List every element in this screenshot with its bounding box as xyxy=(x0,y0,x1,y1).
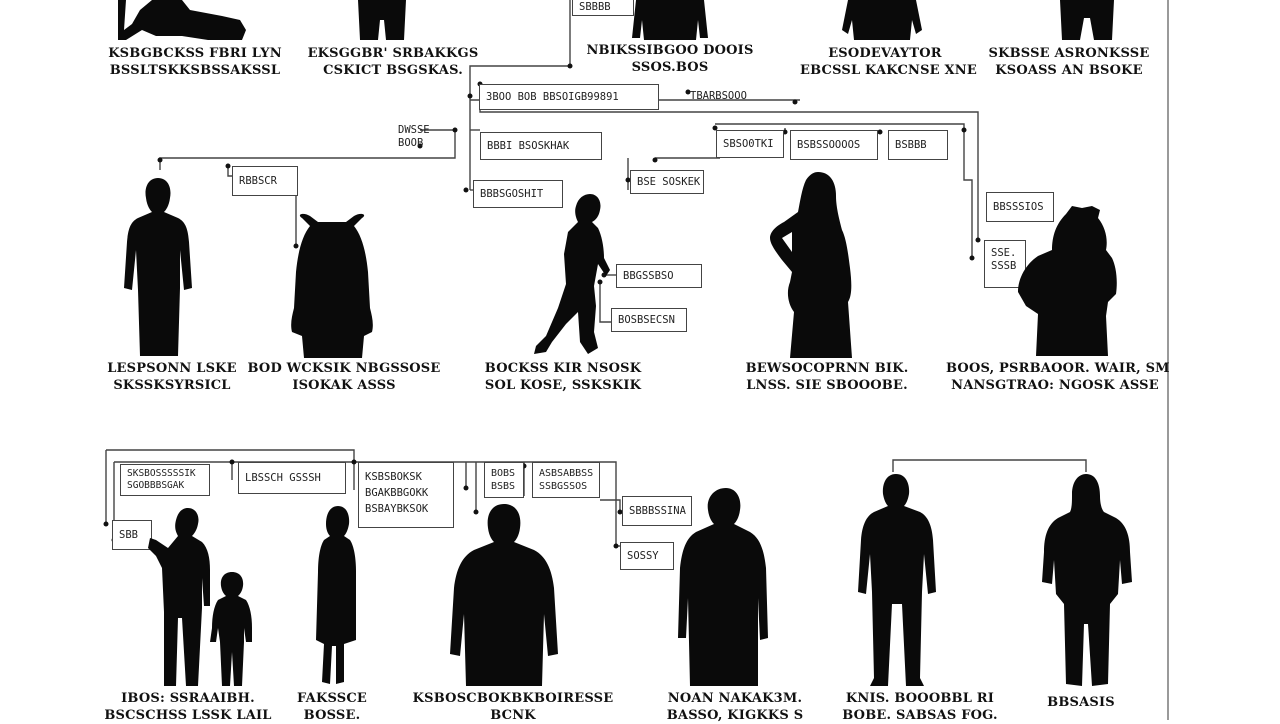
standing-man-silhouette xyxy=(858,474,936,686)
diagram-label: SOSSY xyxy=(620,542,674,570)
standing-silhouette xyxy=(840,0,924,40)
diagram-label: BSE SOSKEK xyxy=(630,170,704,194)
standing-woman-silhouette xyxy=(768,172,854,358)
standing-man-silhouette xyxy=(122,178,194,356)
caption: IBOS: SSRAAIBH.BSCSCHSS LSSK LAIL xyxy=(104,691,272,723)
caption: BEWSOCOPRNN BIK.LNSS. SIE SBOOOBE. xyxy=(745,361,909,393)
diagram-label: BBSSSIOS xyxy=(986,192,1054,222)
diagram-label: SBSO0TKI xyxy=(716,130,784,158)
diagram-label: SBBBSSINA xyxy=(622,496,692,526)
diagram-label: LBSSCH GSSSH xyxy=(238,462,346,494)
pointing-man-silhouette xyxy=(146,508,212,686)
right-border-line xyxy=(1167,0,1169,720)
walking-man-silhouette xyxy=(532,192,614,358)
diagram-label: BSBBB xyxy=(888,130,948,160)
diagram-label: 3BOO BOB BBSOIGB99891 xyxy=(479,84,659,110)
standing-silhouette xyxy=(356,0,408,40)
seated-silhouette xyxy=(112,0,252,42)
heavyset-man-silhouette xyxy=(676,488,770,686)
diagram-label: TBARBSOOO xyxy=(690,90,747,102)
diagram-label: BBBSGOSHIT xyxy=(473,180,563,208)
standing-woman-silhouette xyxy=(314,506,358,686)
bear-figure-silhouette xyxy=(288,212,376,358)
diagram-label: SBBBB xyxy=(572,0,634,16)
diagram-label: BSBSSOOOOS xyxy=(790,130,878,160)
caption: BBSASIS xyxy=(1047,695,1115,710)
child-silhouette xyxy=(210,572,254,686)
diagram-label: BOSBSECSN xyxy=(611,308,687,332)
diagram-label: BBGSSBSO xyxy=(616,264,702,288)
caption: NOAN NAKAK3M.BASSO, KIGKKS S xyxy=(666,691,804,723)
diagram-label: BBBI BSOSKHAK xyxy=(480,132,602,160)
standing-silhouette xyxy=(1058,0,1116,40)
diagram-label: RBBSCR xyxy=(232,166,298,196)
standing-woman-silhouette xyxy=(1042,474,1132,686)
standing-silhouette xyxy=(630,0,710,40)
diagram-label: SBB xyxy=(112,520,152,550)
heavyset-man-silhouette xyxy=(448,504,560,686)
diagram-label: SSE.SSSB xyxy=(984,240,1026,288)
bear-hooded-figure-silhouette xyxy=(1016,206,1120,356)
